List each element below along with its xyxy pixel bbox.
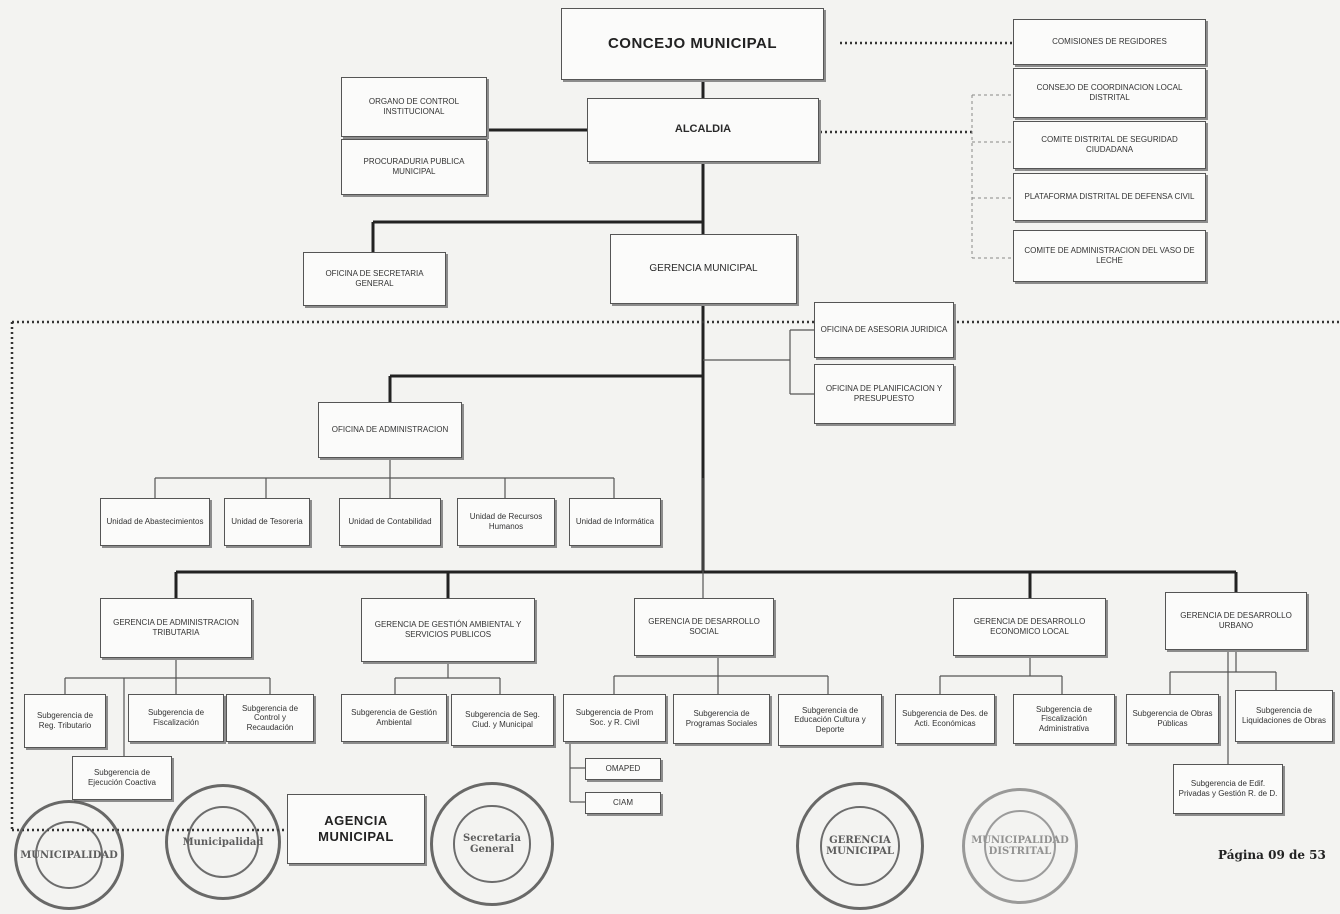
stamp-text-3: Secretaria General — [453, 805, 531, 883]
secretaria-general-box: OFICINA DE SECRETARIA GENERAL — [303, 252, 446, 306]
municipalidad-stamp-1: MUNICIPALIDAD — [14, 800, 124, 910]
page-number: Página 09 de 53 — [1218, 848, 1326, 862]
asesoria-juridica-box: OFICINA DE ASESORIA JURIDICA — [814, 302, 954, 358]
secretaria-stamp: Secretaria General — [430, 782, 554, 906]
stamp-text-2: Municipalidad — [183, 805, 263, 879]
stamp-text-4: GERENCIA MUNICIPAL — [820, 806, 900, 886]
gerencia-economico-box: GERENCIA DE DESARROLLO ECONOMICO LOCAL — [953, 598, 1106, 656]
gerencia-municipal-box: GERENCIA MUNICIPAL — [610, 234, 797, 304]
unidad-informatica-box: Unidad de Informática — [569, 498, 661, 546]
subgerencia-fiscalizacion-administrativa-box: Subgerencia de Fiscalización Administrat… — [1013, 694, 1115, 744]
subgerencia-fiscalizacion-box: Subgerencia de Fiscalización — [128, 694, 224, 742]
unidad-contabilidad-box: Unidad de Contabilidad — [339, 498, 441, 546]
unidad-recursos-humanos-box: Unidad de Recursos Humanos — [457, 498, 555, 546]
organo-control-box: ORGANO DE CONTROL INSTITUCIONAL — [341, 77, 487, 137]
agencia-municipal-box: AGENCIA MUNICIPAL — [287, 794, 425, 864]
subgerencia-control-recaudacion-box: Subgerencia de Control y Recaudación — [226, 694, 314, 742]
subgerencia-edificaciones-box: Subgerencia de Edif. Privadas y Gestión … — [1173, 764, 1283, 814]
ciam-box: CIAM — [585, 792, 661, 814]
concejo-municipal-box: CONCEJO MUNICIPAL — [561, 8, 824, 80]
gerencia-tributaria-box: GERENCIA DE ADMINISTRACION TRIBUTARIA — [100, 598, 252, 658]
stamp-text-5: MUNICIPALIDAD DISTRITAL — [971, 809, 1069, 883]
subgerencia-liquidaciones-box: Subgerencia de Liquidaciones de Obras — [1235, 690, 1333, 742]
plataforma-defensa-civil-box: PLATAFORMA DISTRITAL DE DEFENSA CIVIL — [1013, 173, 1206, 221]
unidad-abastecimientos-box: Unidad de Abastecimientos — [100, 498, 210, 546]
subgerencia-desarrollo-actividades-box: Subgerencia de Des. de Acti. Económicas — [895, 694, 995, 744]
subgerencia-seg-ciudadana-box: Subgerencia de Seg. Ciud. y Municipal — [451, 694, 554, 746]
oficina-administracion-box: OFICINA DE ADMINISTRACION — [318, 402, 462, 458]
consejo-coordinacion-box: CONSEJO DE COORDINACION LOCAL DISTRITAL — [1013, 68, 1206, 118]
subgerencia-reg-tributario-box: Subgerencia de Reg. Tributario — [24, 694, 106, 748]
comisiones-regidores-box: COMISIONES DE REGIDORES — [1013, 19, 1206, 65]
municipalidad-stamp-2: Municipalidad — [165, 784, 281, 900]
omaped-box: OMAPED — [585, 758, 661, 780]
subgerencia-educacion-box: Subgerencia de Educación Cultura y Depor… — [778, 694, 882, 746]
subgerencia-obras-publicas-box: Subgerencia de Obras Públicas — [1126, 694, 1219, 744]
procuraduria-box: PROCURADURIA PUBLICA MUNICIPAL — [341, 139, 487, 195]
subgerencia-gestion-ambiental-box: Subgerencia de Gestión Ambiental — [341, 694, 447, 742]
gerencia-urbano-box: GERENCIA DE DESARROLLO URBANO — [1165, 592, 1307, 650]
gerencia-social-box: GERENCIA DE DESARROLLO SOCIAL — [634, 598, 774, 656]
gerencia-ambiental-box: GERENCIA DE GESTIÓN AMBIENTAL Y SERVICIO… — [361, 598, 535, 662]
gerencia-stamp: GERENCIA MUNICIPAL — [796, 782, 924, 910]
unidad-tesoreria-box: Unidad de Tesoreria — [224, 498, 310, 546]
planificacion-presupuesto-box: OFICINA DE PLANIFICACION Y PRESUPUESTO — [814, 364, 954, 424]
stamp-text-1: MUNICIPALIDAD — [20, 820, 118, 890]
distrital-stamp: MUNICIPALIDAD DISTRITAL — [962, 788, 1078, 904]
comite-seguridad-box: COMITE DISTRITAL DE SEGURIDAD CIUDADANA — [1013, 121, 1206, 169]
alcaldia-box: ALCALDIA — [587, 98, 819, 162]
subgerencia-programas-sociales-box: Subgerencia de Programas Sociales — [673, 694, 770, 744]
comite-vaso-leche-box: COMITE DE ADMINISTRACION DEL VASO DE LEC… — [1013, 230, 1206, 282]
subgerencia-prom-social-box: Subgerencia de Prom Soc. y R. Civil — [563, 694, 666, 742]
subgerencia-ejecucion-coactiva-box: Subgerencia de Ejecución Coactiva — [72, 756, 172, 800]
